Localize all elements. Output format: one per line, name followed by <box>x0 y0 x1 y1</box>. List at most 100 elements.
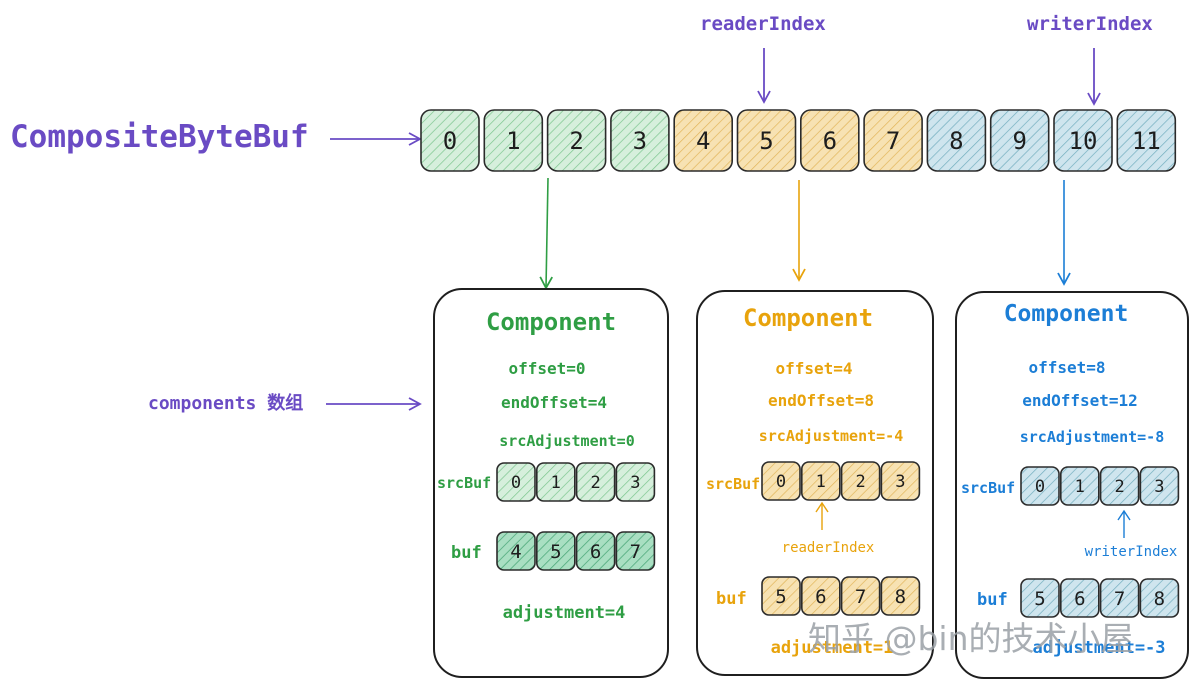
src-buf-label: srcBuf <box>706 475 760 493</box>
byte-cell-label: 0 <box>511 473 521 493</box>
byte-cell <box>673 109 734 172</box>
byte-cell-label: 1 <box>506 127 520 155</box>
byte-cell <box>615 531 656 571</box>
watermark: 知乎 @bin的技术小屋 <box>808 619 1134 658</box>
buf-label: buf <box>977 590 1008 610</box>
byte-cell-label: 3 <box>633 127 647 155</box>
byte-cell-label: 11 <box>1132 127 1161 155</box>
composite-title: CompositeByteBuf <box>10 119 309 155</box>
byte-cell <box>1139 466 1180 506</box>
offset-text: offset=0 <box>508 359 585 378</box>
byte-cell-label: 5 <box>1034 588 1045 610</box>
byte-cell <box>483 109 544 172</box>
component-title: Component <box>743 304 873 332</box>
byte-cell <box>880 461 921 501</box>
src-buf-label: srcBuf <box>961 479 1015 497</box>
byte-cell <box>840 576 881 616</box>
byte-cell <box>880 576 921 616</box>
buf-cells: 4 5 6 7 <box>496 531 656 571</box>
byte-cell <box>535 462 576 502</box>
byte-cell-label: 8 <box>895 586 906 608</box>
byte-cell-label: 8 <box>1154 588 1165 610</box>
src-reader-index-arrowhead <box>815 501 829 513</box>
byte-cell-label: 6 <box>823 127 837 155</box>
component-title: Component <box>486 308 616 336</box>
byte-cell <box>496 531 536 571</box>
byte-cell <box>1020 578 1060 618</box>
byte-cell <box>575 531 616 571</box>
byte-cell <box>535 531 576 571</box>
byte-cell <box>1099 466 1140 506</box>
byte-cell <box>989 109 1050 172</box>
byte-cell <box>926 109 987 172</box>
byte-cell-label: 7 <box>855 586 866 608</box>
components-label: components 数组 <box>148 392 303 414</box>
writer-index-label: writerIndex <box>1027 13 1153 35</box>
byte-cell <box>736 109 797 172</box>
src-adjustment-text: srcAdjustment=-8 <box>1020 428 1165 446</box>
byte-cell-label: 1 <box>551 473 561 493</box>
component-title: Component <box>1004 301 1129 327</box>
byte-cell <box>615 462 656 502</box>
adjustment-text: adjustment=4 <box>503 603 626 623</box>
byte-cell <box>1116 109 1177 172</box>
byte-cell <box>761 461 801 501</box>
byte-cell-label: 0 <box>1035 477 1045 497</box>
byte-cell-label: 3 <box>630 473 640 493</box>
byte-cell-label: 5 <box>550 541 561 563</box>
buf-label: buf <box>716 589 747 609</box>
adjustment-text: adjustment=-3 <box>1032 638 1165 658</box>
src-buf-label: srcBuf <box>437 474 491 492</box>
byte-cell-label: 7 <box>630 541 641 563</box>
byte-cell <box>420 109 480 172</box>
buf-cells: 5 6 7 8 <box>1020 578 1180 618</box>
byte-cell-label: 6 <box>590 541 601 563</box>
offset-text: offset=8 <box>1028 358 1105 377</box>
byte-cell-label: 10 <box>1069 127 1098 155</box>
byte-cell-label: 6 <box>1074 588 1085 610</box>
byte-cell-label: 7 <box>1114 588 1125 610</box>
src-adjustment-text: srcAdjustment=0 <box>499 432 634 450</box>
byte-cell <box>610 109 670 172</box>
buf-cells: 5 6 7 8 <box>761 576 921 616</box>
byte-cell-label: 2 <box>855 472 865 492</box>
byte-cell <box>800 576 841 616</box>
byte-cell <box>1053 109 1113 172</box>
byte-cell <box>1099 578 1140 618</box>
byte-cell-label: 1 <box>816 472 826 492</box>
byte-cell-label: 0 <box>443 127 457 155</box>
src-buf-cells: 0 1 2 3 <box>496 462 656 502</box>
component-card-1: Component offset=0 endOffset=4 srcAdjust… <box>433 288 669 678</box>
byte-cell-label: 1 <box>1075 477 1085 497</box>
src-adjustment-text: srcAdjustment=-4 <box>759 427 904 445</box>
byte-cell-label: 5 <box>775 586 786 608</box>
byte-cell <box>1139 578 1180 618</box>
component-card-2: Component offset=4 endOffset=8 srcAdjust… <box>696 290 934 676</box>
adjustment-text: adjustment=1 <box>771 638 894 658</box>
byte-cell <box>546 109 607 172</box>
byte-cell-label: 4 <box>510 541 521 563</box>
byte-cell-label: 4 <box>696 127 710 155</box>
byte-cell <box>1060 578 1100 618</box>
byte-cell-label: 0 <box>776 472 786 492</box>
byte-cell <box>840 461 881 501</box>
byte-cell-label: 8 <box>949 127 963 155</box>
end-offset-text: endOffset=12 <box>1022 391 1138 410</box>
buf-label: buf <box>451 543 482 563</box>
src-index-label: readerIndex <box>782 540 875 556</box>
byte-cell <box>799 109 860 172</box>
byte-cell-label: 3 <box>895 472 905 492</box>
reader-index-label: readerIndex <box>700 13 826 35</box>
byte-cell-label: 2 <box>590 473 600 493</box>
byte-cell <box>1060 466 1100 506</box>
byte-cell-label: 2 <box>1114 477 1124 497</box>
src-index-label: writerIndex <box>1085 544 1178 560</box>
byte-cell <box>863 109 923 172</box>
offset-text: offset=4 <box>775 359 852 378</box>
byte-cell-label: 6 <box>815 586 826 608</box>
component-card-3: Component offset=8 endOffset=12 srcAdjus… <box>955 291 1189 679</box>
byte-cell <box>575 462 616 502</box>
